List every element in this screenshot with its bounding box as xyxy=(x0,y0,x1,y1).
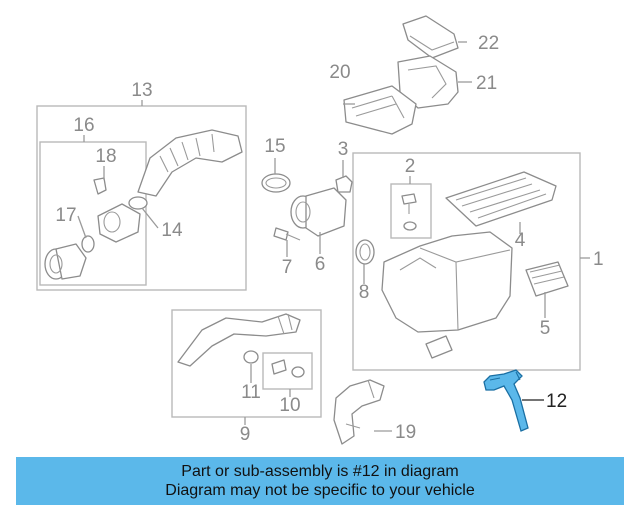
grommet-part xyxy=(335,175,353,193)
lower-duct-part xyxy=(177,313,301,367)
callout-7: 7 xyxy=(282,257,293,278)
callout-22: 22 xyxy=(478,33,499,54)
exploded-parts-diagram: 13 16 18 17 14 15 3 20 22 21 2 4 1 5 8 6… xyxy=(36,15,604,445)
fastener-10-part xyxy=(271,359,305,378)
callout-21: 21 xyxy=(476,73,497,94)
callout-20: 20 xyxy=(329,62,350,83)
air-cleaner-housing-part xyxy=(381,231,513,359)
group-box-9 xyxy=(171,309,322,418)
callout-2: 2 xyxy=(405,156,416,177)
breather-hose-part-highlighted[interactable] xyxy=(483,369,529,432)
callout-5: 5 xyxy=(540,318,551,339)
air-filter-element-part xyxy=(525,261,569,297)
throttle-body-part xyxy=(44,243,87,280)
elbow-hose-part xyxy=(333,379,385,445)
sensor-18-part xyxy=(93,177,107,195)
callout-13: 13 xyxy=(131,80,152,101)
banner-line-disclaimer: Diagram may not be specific to your vehi… xyxy=(165,482,475,499)
callout-4: 4 xyxy=(515,230,526,251)
part-info-banner: Part or sub-assembly is #12 in diagram D… xyxy=(16,457,624,505)
banner-line-part-number: Part or sub-assembly is #12 in diagram xyxy=(181,463,459,480)
callout-11: 11 xyxy=(241,382,261,403)
callout-6: 6 xyxy=(315,254,326,275)
callout-19: 19 xyxy=(395,422,416,443)
intake-hose-part xyxy=(137,129,243,197)
air-cleaner-cover-part xyxy=(445,171,557,227)
group-box-2 xyxy=(390,183,432,239)
hose-clamp-part xyxy=(261,173,291,193)
callout-3: 3 xyxy=(338,139,349,160)
callout-15: 15 xyxy=(264,136,285,157)
throttle-adapter-part xyxy=(97,203,141,243)
callout-1: 1 xyxy=(593,249,604,270)
grommet-11-part xyxy=(243,350,259,364)
screw-part xyxy=(401,193,417,231)
callout-16: 16 xyxy=(73,115,94,136)
callout-18: 18 xyxy=(95,146,116,167)
group-box-10 xyxy=(262,352,313,390)
seal-ring-part xyxy=(355,239,375,265)
bolt-part xyxy=(273,227,301,241)
callout-8: 8 xyxy=(359,282,370,303)
seal-ring-14-part xyxy=(128,196,148,210)
o-ring-17-part xyxy=(81,235,95,253)
intake-duct-part xyxy=(343,85,417,135)
group-box-1 xyxy=(352,152,581,371)
air-duct-cover-part xyxy=(402,15,459,59)
mass-air-flow-sensor-part xyxy=(290,187,347,237)
callout-9: 9 xyxy=(240,424,251,445)
callout-10: 10 xyxy=(279,395,300,416)
callout-17: 17 xyxy=(55,205,76,226)
callout-14: 14 xyxy=(161,220,183,241)
callout-12-highlighted: 12 xyxy=(546,391,567,412)
resonator-bracket-part xyxy=(397,55,459,109)
